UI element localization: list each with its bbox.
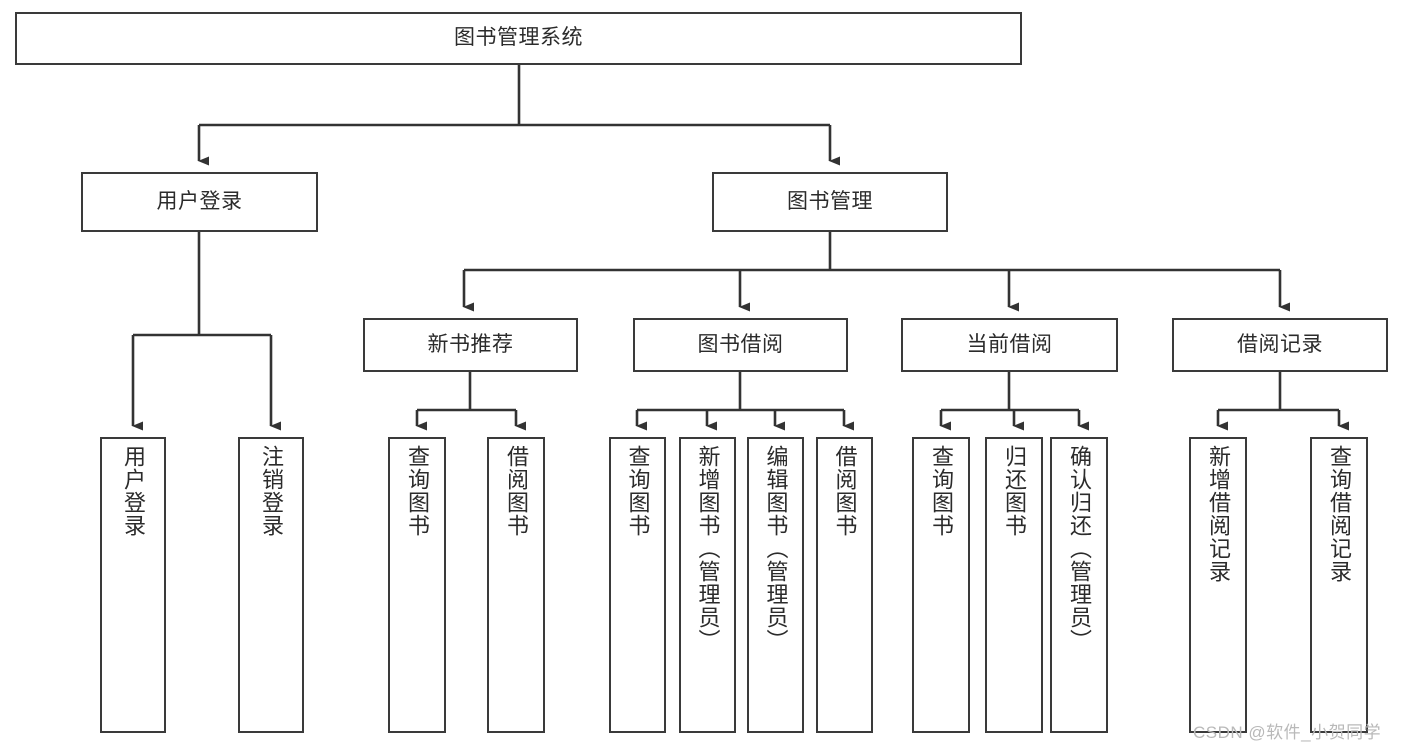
node-label: 新书推荐 bbox=[427, 332, 514, 356]
node-label: 图书管理 bbox=[787, 189, 873, 213]
node-label: 借阅记录 bbox=[1237, 332, 1323, 356]
node-leaf-0[interactable]: 用户登录 bbox=[100, 437, 166, 733]
node-leaf-9[interactable]: 归还图书 bbox=[985, 437, 1043, 733]
node-leaf-7[interactable]: 借阅图书 bbox=[816, 437, 873, 733]
node-label: 借阅图书 bbox=[503, 445, 529, 537]
node-leaf-10[interactable]: 确认归还（管理员） bbox=[1050, 437, 1108, 733]
node-label: 编辑图书（管理员） bbox=[763, 445, 789, 652]
node-label: 图书借阅 bbox=[697, 332, 784, 356]
node-label: 新增借阅记录 bbox=[1205, 445, 1231, 583]
node-leaf-11[interactable]: 新增借阅记录 bbox=[1189, 437, 1247, 733]
node-label: 用户登录 bbox=[120, 445, 146, 537]
node-label: 确认归还（管理员） bbox=[1066, 445, 1092, 652]
node-root[interactable]: 图书管理系统 bbox=[15, 12, 1022, 65]
watermark-text: CSDN @软件_小贺同学 bbox=[1193, 723, 1382, 742]
node-level3-2[interactable]: 当前借阅 bbox=[901, 318, 1118, 372]
node-leaf-4[interactable]: 查询图书 bbox=[609, 437, 666, 733]
node-label: 归还图书 bbox=[1001, 445, 1027, 537]
node-level3-3[interactable]: 借阅记录 bbox=[1172, 318, 1388, 372]
node-label: 图书管理系统 bbox=[454, 26, 583, 50]
node-leaf-1[interactable]: 注销登录 bbox=[238, 437, 304, 733]
node-label: 查询图书 bbox=[404, 445, 430, 537]
node-label: 查询图书 bbox=[625, 445, 651, 537]
node-label: 当前借阅 bbox=[966, 332, 1053, 356]
node-leaf-2[interactable]: 查询图书 bbox=[388, 437, 446, 733]
node-label: 新增图书（管理员） bbox=[695, 445, 721, 652]
node-level3-1[interactable]: 图书借阅 bbox=[633, 318, 848, 372]
node-label: 借阅图书 bbox=[832, 445, 858, 537]
node-level2-0[interactable]: 用户登录 bbox=[81, 172, 318, 232]
node-leaf-12[interactable]: 查询借阅记录 bbox=[1310, 437, 1368, 733]
node-label: 注销登录 bbox=[258, 445, 284, 537]
node-leaf-8[interactable]: 查询图书 bbox=[912, 437, 970, 733]
node-leaf-3[interactable]: 借阅图书 bbox=[487, 437, 545, 733]
node-label: 用户登录 bbox=[156, 189, 243, 213]
node-level2-1[interactable]: 图书管理 bbox=[712, 172, 948, 232]
node-leaf-6[interactable]: 编辑图书（管理员） bbox=[747, 437, 804, 733]
node-leaf-5[interactable]: 新增图书（管理员） bbox=[679, 437, 736, 733]
node-level3-0[interactable]: 新书推荐 bbox=[363, 318, 578, 372]
node-label: 查询图书 bbox=[928, 445, 954, 537]
node-label: 查询借阅记录 bbox=[1326, 445, 1352, 583]
